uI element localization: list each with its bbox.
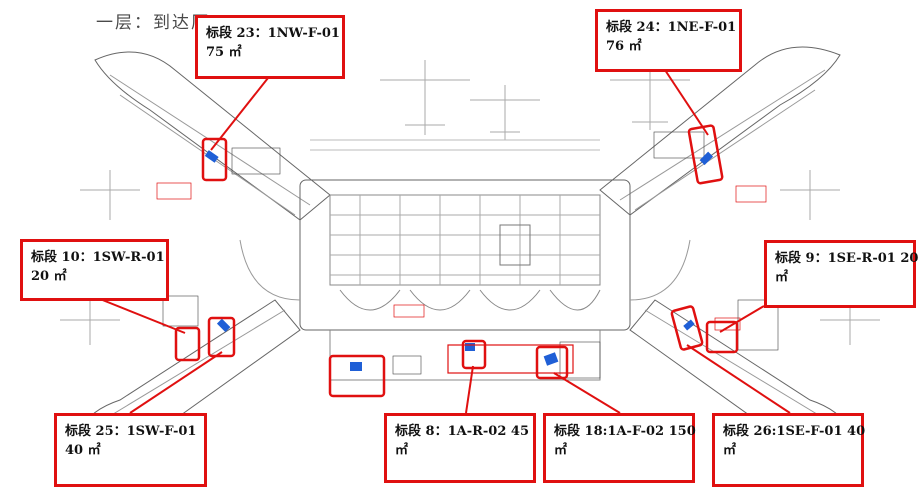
callout-section-18: 标段 18:1A-F-02 150 ㎡: [543, 413, 696, 483]
callout-8-label: 标段 8：1A-R-02 45: [395, 424, 530, 439]
callout-section-24: 标段 24：1NE-F-01 76 ㎡: [595, 9, 742, 72]
callout-9-label: 标段 9：1SE-R-01 20: [775, 251, 919, 266]
zone-24: [687, 124, 724, 185]
zone-8: [461, 339, 487, 370]
callout-section-9: 标段 9：1SE-R-01 20 ㎡: [764, 240, 919, 308]
callout-9-area: ㎡: [775, 269, 789, 285]
callout-section-10: 标段 10：1SW-R-01 20 ㎡: [20, 239, 169, 301]
callout-section-26: 标段 26:1SE-F-01 40 ㎡: [712, 413, 866, 487]
callout-25-label: 标段 25：1SW-F-01: [65, 424, 197, 439]
zone-10: [174, 326, 201, 362]
marker-8a: [350, 362, 362, 371]
zone-18: [535, 345, 569, 380]
callout-23-label: 标段 23：1NW-F-01: [206, 26, 340, 41]
callout-section-23: 标段 23：1NW-F-01 75 ㎡: [195, 15, 345, 79]
callout-section-25: 标段 25：1SW-F-01 40 ㎡: [54, 413, 207, 487]
marker-26: [683, 319, 695, 331]
callout-10-area: 20 ㎡: [31, 268, 67, 284]
marker-8: [465, 343, 475, 351]
callout-24-label: 标段 24：1NE-F-01: [606, 20, 737, 35]
callout-24-area: 76 ㎡: [606, 38, 642, 54]
callout-18-area: ㎡: [554, 442, 568, 458]
marker-25: [216, 318, 231, 333]
marker-23: [204, 150, 219, 163]
callout-25-area: 40 ㎡: [65, 442, 101, 458]
callout-8-area: ㎡: [395, 442, 409, 458]
zone-9: [705, 320, 739, 354]
callout-section-8: 标段 8：1A-R-02 45 ㎡: [384, 413, 536, 483]
ne-pier: [599, 46, 841, 216]
zone-25: [207, 316, 236, 358]
marker-24: [699, 151, 714, 166]
callout-23-area: 75 ㎡: [206, 44, 242, 60]
page-title: 一层：到达厅: [96, 13, 210, 33]
callout-18-label: 标段 18:1A-F-02 150: [554, 424, 696, 439]
zone-8a: [328, 354, 386, 398]
central-hall: [299, 179, 631, 331]
zone-23: [201, 137, 228, 182]
callout-10-label: 标段 10：1SW-R-01: [31, 250, 165, 265]
callout-26-area: ㎡: [723, 442, 737, 458]
callout-26-label: 标段 26:1SE-F-01 40: [723, 424, 866, 439]
marker-18: [543, 352, 559, 366]
zone-central-frame: [447, 344, 574, 374]
